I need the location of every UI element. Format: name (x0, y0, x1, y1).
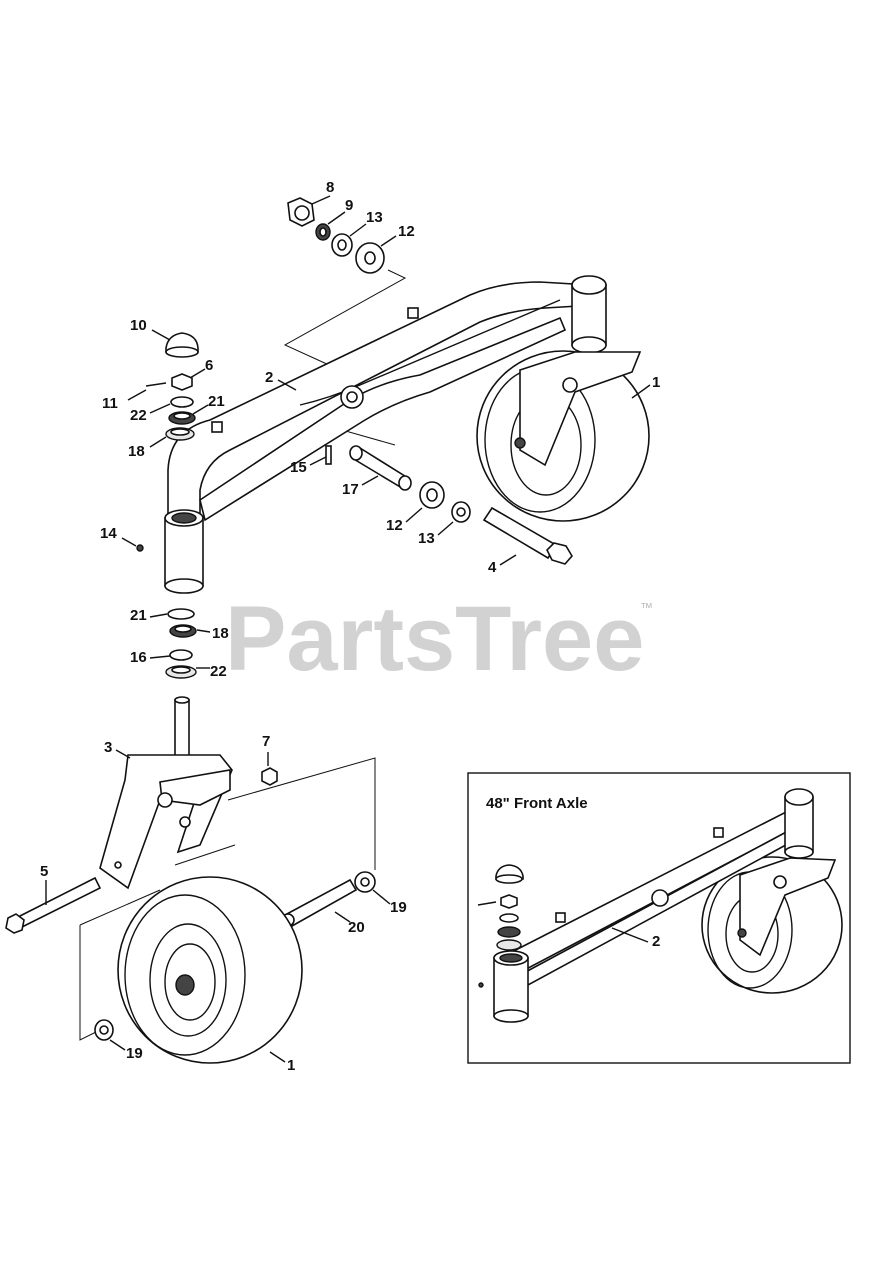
part-1-wheel-upper (476, 350, 650, 522)
callout-12: 12 (398, 223, 415, 240)
callout-13: 13 (366, 209, 383, 226)
callout-20: 20 (348, 919, 365, 936)
callout-6: 6 (205, 357, 213, 374)
upper-wheel-fork (519, 351, 642, 467)
callout-4: 4 (488, 559, 497, 576)
part-1-wheel-lower (117, 876, 303, 1064)
callout-9: 9 (345, 197, 353, 214)
callout-8: 8 (326, 179, 334, 196)
inset-callout-2: 2 (652, 933, 660, 950)
callout-22: 22 (130, 407, 147, 424)
inset-title: 48" Front Axle (486, 795, 588, 812)
lower-bearing-stack (165, 608, 197, 679)
callout-22-lower: 22 (210, 663, 227, 680)
callout-16: 16 (130, 649, 147, 666)
callout-21-lower: 21 (130, 607, 147, 624)
watermark-trademark: ™ (640, 600, 653, 615)
watermark-text: PartsTree (225, 588, 644, 690)
callout-18-lower: 18 (212, 625, 229, 642)
callout-leaders (45, 195, 651, 1063)
callout-18: 18 (128, 443, 145, 460)
part-14-pivot-tube (136, 509, 204, 594)
part-22-washer (170, 396, 194, 408)
part-7-nut (261, 767, 278, 786)
callout-11: 11 (102, 395, 118, 412)
callout-19-left: 19 (126, 1045, 143, 1062)
callout-12-lower: 12 (386, 517, 403, 534)
part-15-roll-pin (325, 445, 332, 465)
callout-15: 15 (290, 459, 307, 476)
callout-3: 3 (104, 739, 112, 756)
inset-48-front-axle: 48" Front Axle 2 (467, 772, 851, 1064)
callout-1-lower: 1 (287, 1057, 295, 1074)
part-21-bearing-lower (167, 608, 195, 620)
part-11-cotter-pin (145, 382, 167, 387)
callout-2: 2 (265, 369, 273, 386)
part-14-grease-fitting (136, 544, 144, 552)
part-3-caster-fork (99, 696, 233, 890)
callout-14: 14 (100, 525, 117, 542)
part-22-washer-lower (169, 649, 193, 661)
callout-labels: 8 9 13 12 10 6 11 22 21 18 2 1 15 17 12 … (40, 179, 660, 1074)
axle-pivot-hardware (325, 445, 573, 565)
callout-5: 5 (40, 863, 48, 880)
part-2-axle-arm (167, 275, 607, 522)
part-6-castle-nut (171, 373, 193, 391)
callout-21: 21 (208, 393, 225, 410)
callout-1-upper: 1 (652, 374, 660, 391)
hardware-stack-top (287, 197, 385, 274)
callout-17: 17 (342, 481, 359, 498)
callout-10: 10 (130, 317, 147, 334)
part-5-bolt (5, 876, 102, 934)
callout-13-lower: 13 (418, 530, 435, 547)
callout-7: 7 (262, 733, 270, 750)
callout-19-right: 19 (390, 899, 407, 916)
upper-bearing-stack (145, 332, 199, 441)
